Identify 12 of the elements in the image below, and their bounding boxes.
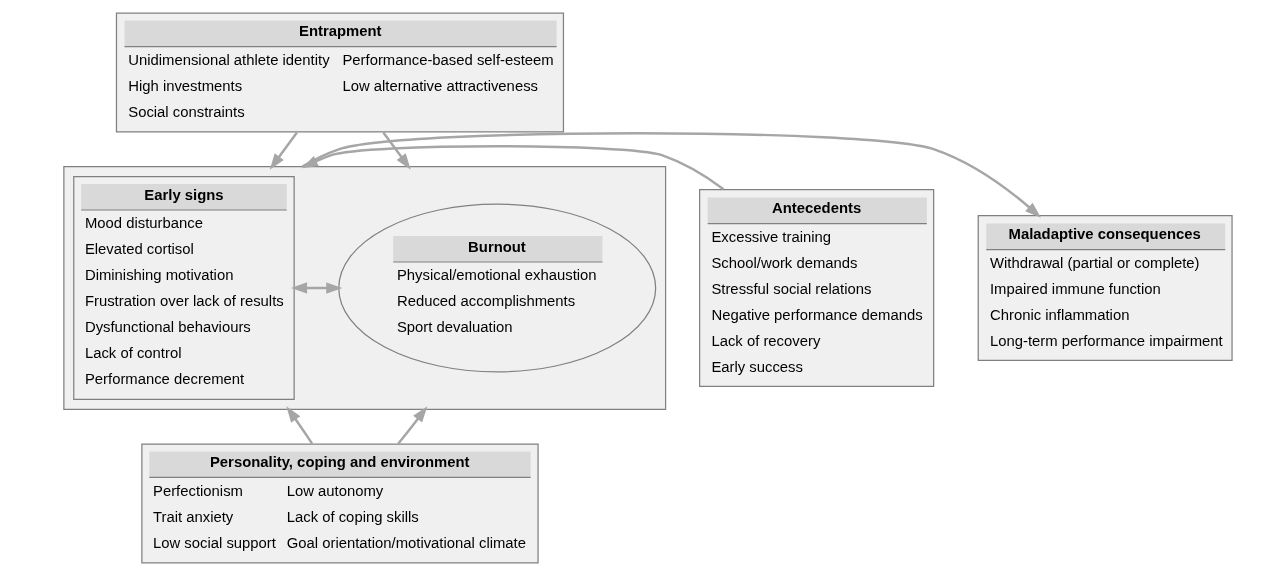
arrow: [382, 131, 411, 170]
arrow: [290, 282, 343, 294]
node-ellipse: Burnout Physical/emotional exhaustion Reduced accomplishments Sport devaluation: [338, 203, 657, 373]
arrow: [397, 406, 428, 445]
cluster: [63, 166, 667, 410]
node-box: Antecedents Excessive training School/work demands Stressful social relations Negative performance demands Lack of recovery Early success: [699, 188, 935, 388]
node-box: Maladaptive consequences Withdrawal (partial or complete) Impaired immune function Chronic inflammation Long-term performance impairment: [977, 214, 1233, 362]
arrow: [286, 406, 314, 445]
node-box: Entrapment Unidimensional athlete identity Performance-based self-esteem High investments Low alternative attractiveness Social constraints: [115, 12, 565, 133]
arrow: [269, 131, 298, 170]
node-box: Early signs Mood disturbance Elevated cortisol Diminishing motivation Frustration over lack of results Dysfunctional behaviours Lack of control Performance decrement: [73, 175, 295, 401]
node-box: Personality, coping and environment Perfectionism Low autonomy Trait anxiety Lack of coping skills Low social support Goal orientation/motivational climate: [141, 443, 539, 564]
